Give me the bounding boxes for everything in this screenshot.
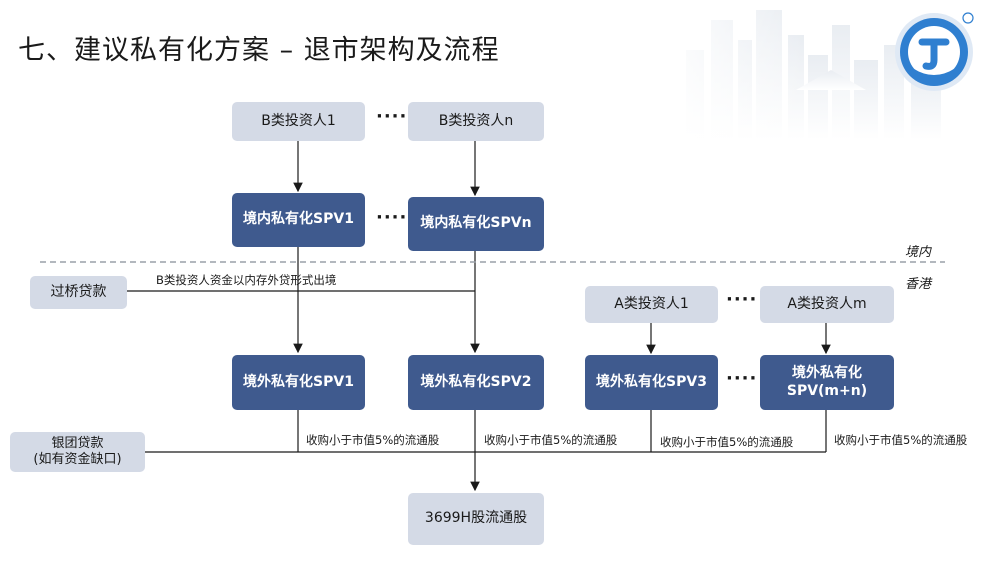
region-label-hongkong: 香港 [905, 277, 932, 292]
domestic-spv-1-box: 境内私有化SPV1 [232, 193, 365, 247]
b-investor-1-box: B类投资人1 [232, 102, 365, 141]
offshore-spv-3-box: 境外私有化SPV3 [585, 355, 718, 410]
b-investor-n-box: B类投资人n [408, 102, 544, 141]
acquire-label-3: 收购小于市值5%的流通股 [660, 435, 794, 449]
syndicate-loan-line1: 银团贷款 [51, 435, 104, 451]
offshore-spv-mn-line1: 境外私有化 [792, 365, 862, 381]
fund-exit-label: B类投资人资金以内存外贷形式出境 [156, 273, 337, 287]
ellipsis-b: ···· [376, 106, 408, 127]
offshore-spv-2-box: 境外私有化SPV2 [408, 355, 544, 410]
offshore-spv-1-box: 境外私有化SPV1 [232, 355, 365, 410]
region-label-domestic: 境内 [905, 245, 932, 260]
ellipsis-offshore: ···· [726, 368, 758, 389]
a-investor-m-box: A类投资人m [760, 286, 894, 323]
syndicate-loan-box: 银团贷款 (如有资金缺口) [10, 432, 145, 472]
acquire-label-2: 收购小于市值5%的流通股 [484, 433, 618, 447]
a-investor-1-box: A类投资人1 [585, 286, 718, 323]
target-shares-box: 3699H股流通股 [408, 493, 544, 545]
offshore-spv-mn-box: 境外私有化 SPV(m+n) [760, 355, 894, 410]
wanda-logo-icon [895, 12, 974, 91]
acquire-label-1: 收购小于市值5%的流通股 [306, 433, 440, 447]
syndicate-loan-line2: (如有资金缺口) [33, 452, 122, 467]
offshore-spv-mn-line2: SPV(m+n) [786, 382, 868, 399]
ellipsis-domestic: ···· [376, 207, 408, 228]
acquire-label-4: 收购小于市值5%的流通股 [834, 433, 968, 447]
bridge-loan-box: 过桥贷款 [30, 276, 127, 309]
domestic-spv-n-box: 境内私有化SPVn [408, 197, 544, 251]
page-title: 七、建议私有化方案 – 退市架构及流程 [18, 35, 500, 66]
ellipsis-a: ···· [726, 289, 758, 310]
